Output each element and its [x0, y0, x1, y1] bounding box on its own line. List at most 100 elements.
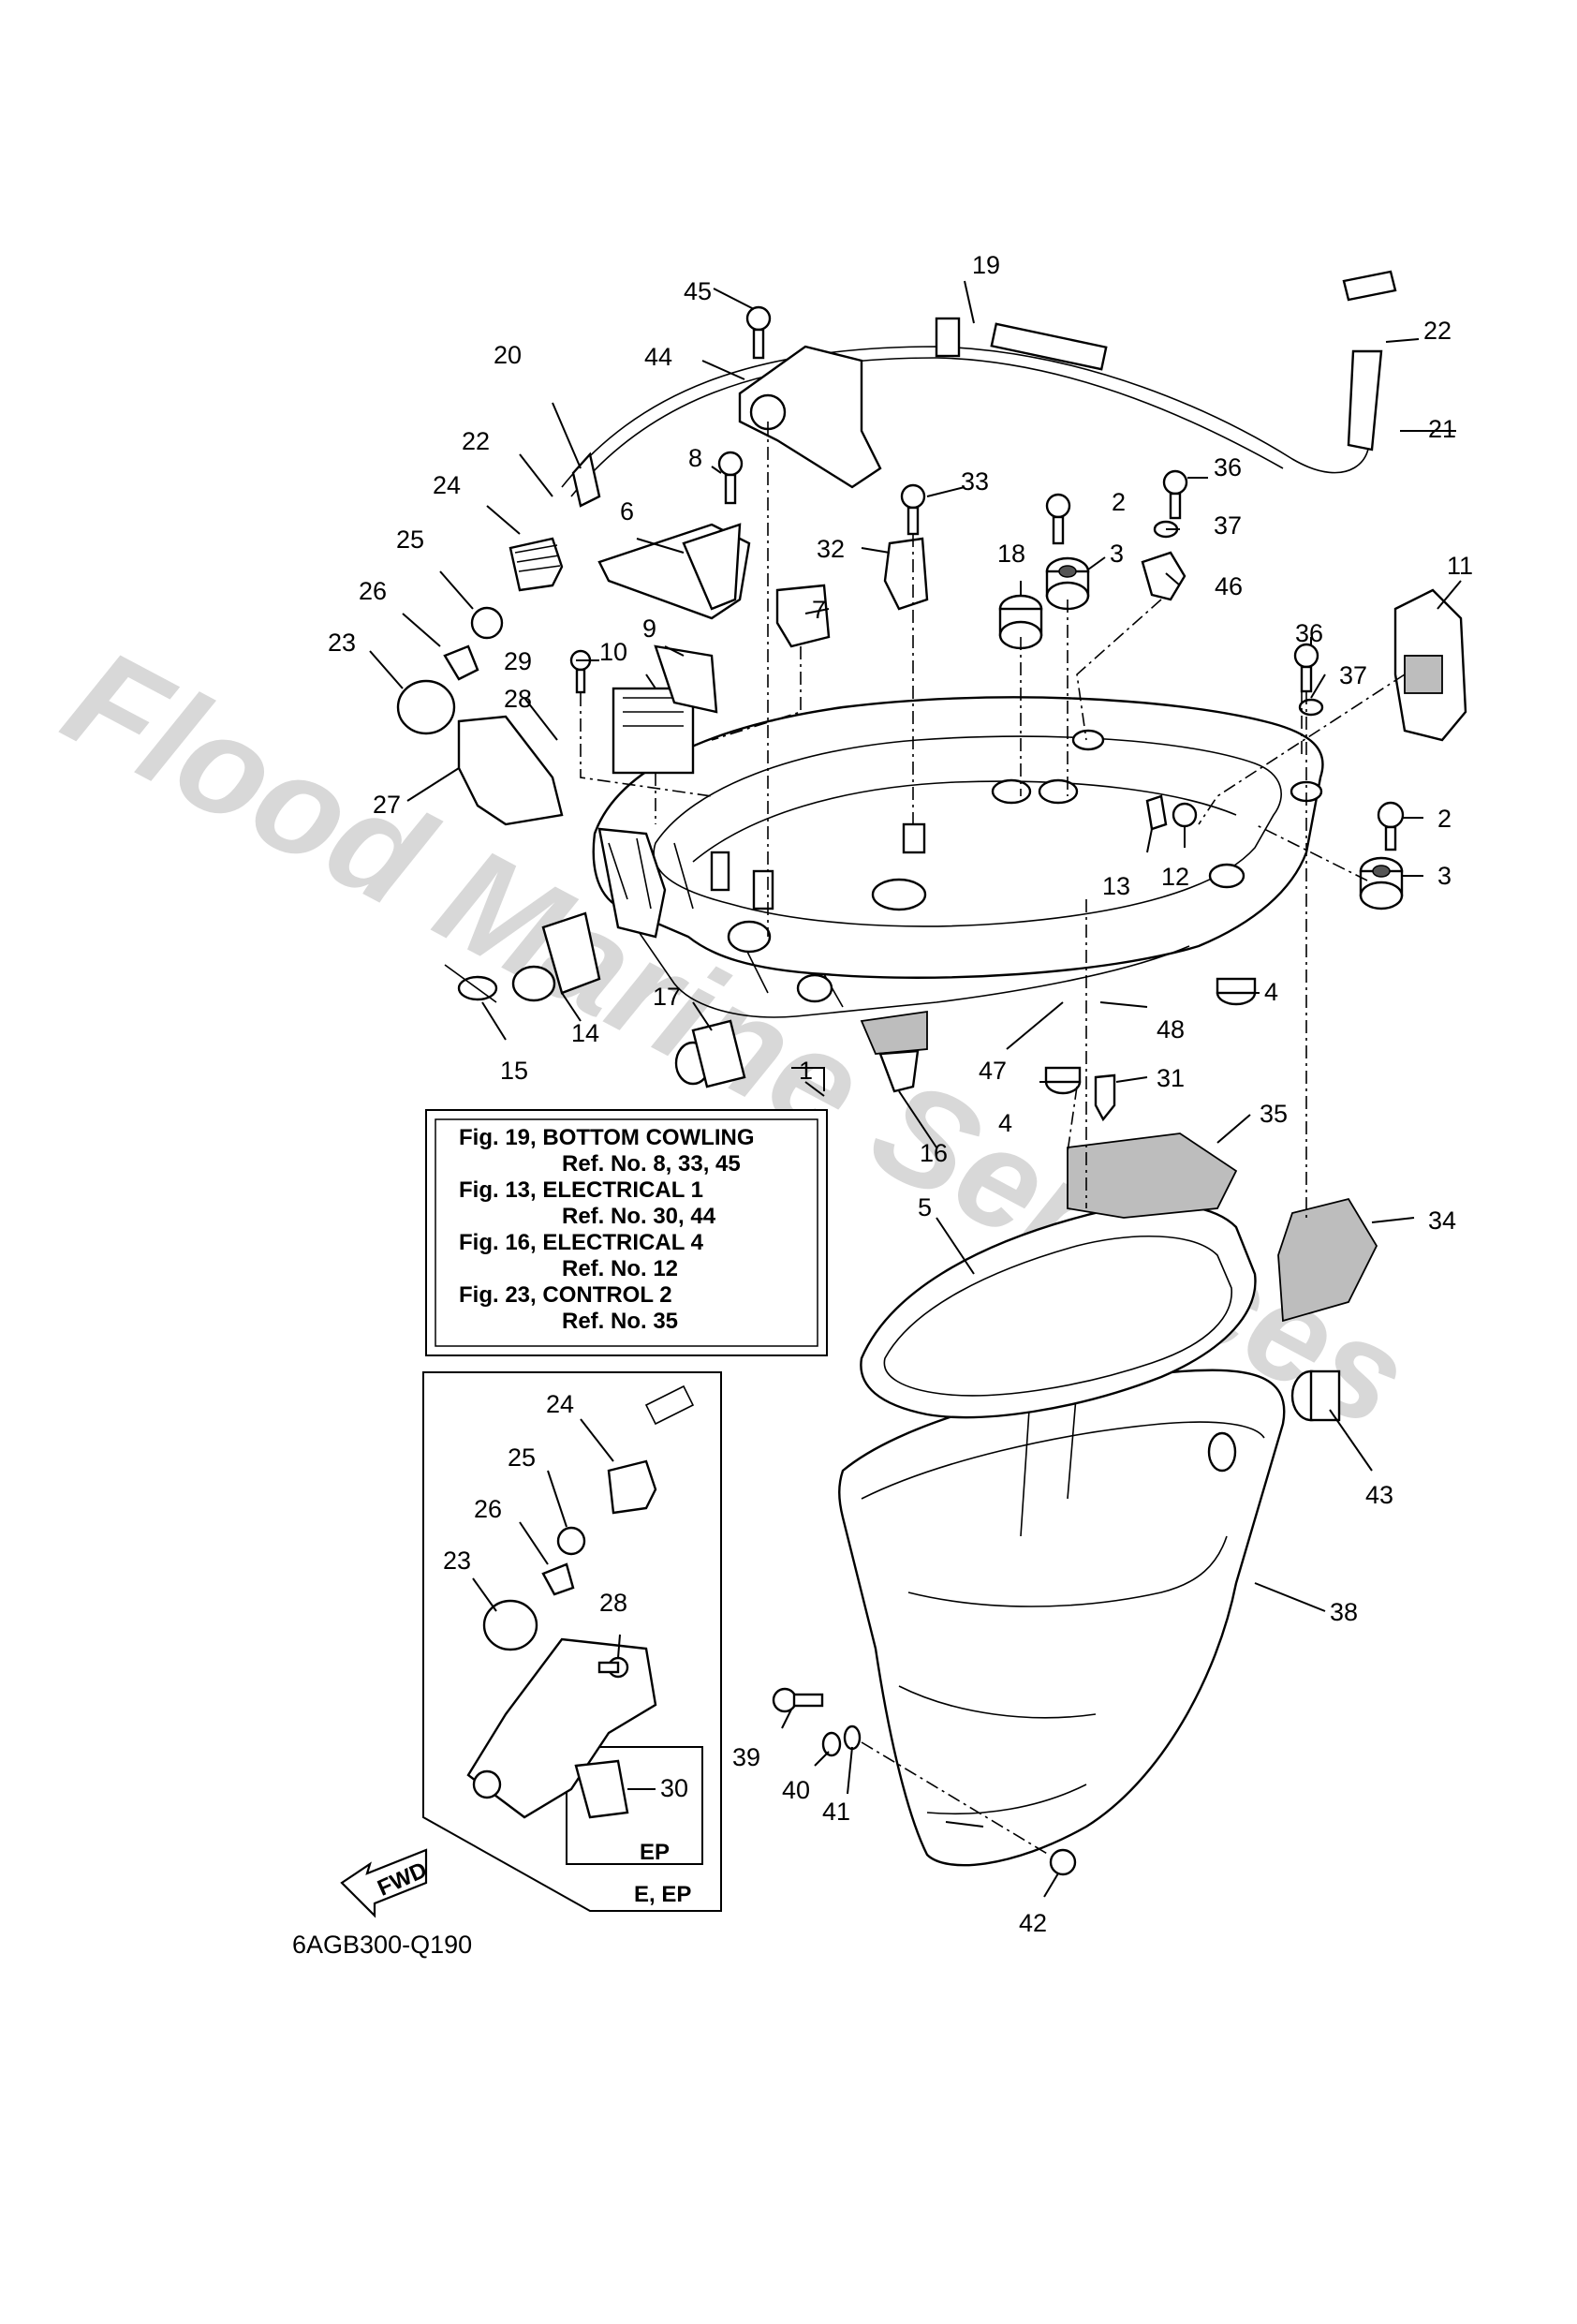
callout-labels: 45 19 22 44 20 21 22 8 33 36 2 37 24 6 3… — [328, 251, 1473, 1937]
callout-5: 5 — [918, 1193, 932, 1221]
callout-1: 1 — [799, 1057, 813, 1085]
callout-27: 27 — [373, 791, 401, 819]
callout-28: 28 — [504, 685, 532, 713]
callout-23: 23 — [443, 1547, 471, 1575]
callout-22: 22 — [1423, 317, 1452, 345]
callout-7: 7 — [812, 596, 826, 624]
callout-11: 11 — [1447, 552, 1473, 580]
callout-2: 2 — [1437, 805, 1452, 833]
callout-40: 40 — [782, 1776, 810, 1804]
callout-43: 43 — [1365, 1481, 1393, 1509]
callout-39: 39 — [732, 1743, 760, 1771]
callout-16: 16 — [920, 1139, 948, 1167]
callout-30: 30 — [660, 1774, 688, 1802]
clip-15 — [444, 964, 498, 1003]
callout-32: 32 — [817, 535, 845, 563]
callout-24: 24 — [433, 471, 461, 499]
grommet-14 — [511, 911, 601, 1002]
lower-cowling — [838, 1369, 1286, 1867]
callout-26: 26 — [359, 577, 387, 605]
washer-25-26 — [443, 606, 504, 681]
callout-19: 19 — [972, 251, 1000, 279]
callout-33: 33 — [961, 467, 989, 496]
callout-22: 22 — [462, 427, 490, 455]
callout-35: 35 — [1260, 1100, 1288, 1128]
callout-12: 12 — [1161, 863, 1189, 891]
callout-37: 37 — [1214, 511, 1242, 540]
callout-36: 36 — [1214, 453, 1242, 481]
variant-inset: EP E, EP — [422, 1371, 722, 1912]
callout-48: 48 — [1157, 1015, 1185, 1044]
callout-25: 25 — [396, 525, 424, 554]
bottom-cowling-tray — [592, 696, 1324, 1018]
callout-20: 20 — [494, 341, 522, 369]
callout-42: 42 — [1019, 1909, 1047, 1937]
damper-3 — [1045, 556, 1090, 611]
bracket-32 — [883, 537, 929, 611]
callout-45: 45 — [684, 277, 712, 305]
callout-14: 14 — [571, 1019, 599, 1047]
callout-3: 3 — [1437, 862, 1452, 890]
callout-47: 47 — [979, 1057, 1007, 1085]
callout-38: 38 — [1330, 1598, 1358, 1626]
cowling-seal-gasket — [860, 1203, 1257, 1419]
holder-9 — [654, 644, 718, 714]
ref-line-7: Fig. 23, CONTROL 2 — [459, 1282, 672, 1308]
leader-lines — [369, 280, 1462, 1898]
clamp-46 — [1141, 551, 1186, 601]
callout-6: 6 — [620, 497, 634, 525]
damper-3-right — [1359, 856, 1404, 910]
callout-24: 24 — [546, 1390, 574, 1418]
ref-line-4: Ref. No. 30, 44 — [562, 1204, 716, 1229]
grommet-43 — [1290, 1369, 1341, 1422]
callout-15: 15 — [500, 1057, 528, 1085]
callout-21: 21 — [1428, 415, 1456, 443]
callout-36: 36 — [1295, 619, 1323, 647]
callout-13: 13 — [1102, 872, 1130, 900]
callout-23: 23 — [328, 629, 356, 657]
bracket-35 — [1067, 1132, 1238, 1219]
clip-7 — [775, 584, 831, 648]
callout-17: 17 — [653, 983, 681, 1011]
callout-4: 4 — [998, 1109, 1012, 1137]
bracket-44 — [738, 345, 882, 489]
callout-25: 25 — [508, 1443, 536, 1472]
ref-line-2: Ref. No. 8, 33, 45 — [562, 1151, 741, 1177]
knob-24 — [508, 537, 564, 592]
bracket-34 — [1277, 1197, 1378, 1323]
callout-10: 10 — [599, 638, 627, 666]
callout-2: 2 — [1112, 488, 1126, 516]
fwd-arrow: FWD — [340, 1848, 431, 1918]
callout-41: 41 — [822, 1798, 850, 1826]
figure-code: 6AGB300-Q190 — [292, 1931, 472, 1959]
ref-line-8: Ref. No. 35 — [562, 1309, 678, 1334]
callout-8: 8 — [688, 444, 702, 472]
ref-line-5: Fig. 16, ELECTRICAL 4 — [459, 1230, 704, 1255]
callout-28: 28 — [599, 1589, 627, 1617]
bracket-11 — [1393, 588, 1467, 742]
callout-9: 9 — [642, 614, 656, 643]
grommet-17 — [674, 1019, 746, 1088]
callout-31: 31 — [1157, 1064, 1185, 1092]
callout-3: 3 — [1110, 540, 1124, 568]
plate-6 — [597, 523, 751, 620]
inset-variant-label: E, EP — [634, 1882, 691, 1907]
bolts — [569, 305, 1405, 1876]
callout-34: 34 — [1428, 1206, 1456, 1235]
reference-box: Fig. 19, BOTTOM COWLING Ref. No. 8, 33, … — [425, 1109, 828, 1356]
callout-37: 37 — [1339, 661, 1367, 689]
ref-line-1: Fig. 19, BOTTOM COWLING — [459, 1125, 755, 1150]
holder-16 — [860, 1010, 928, 1093]
cable-19-20-21 — [561, 270, 1397, 508]
ref-line-3: Fig. 13, ELECTRICAL 1 — [459, 1177, 703, 1203]
ref-line-6: Ref. No. 12 — [562, 1256, 678, 1281]
connector-23-27 — [396, 679, 564, 826]
callout-4: 4 — [1264, 978, 1278, 1006]
callout-26: 26 — [474, 1495, 502, 1523]
callout-18: 18 — [997, 540, 1025, 568]
callout-44: 44 — [644, 343, 672, 371]
inset-sub-label: EP — [640, 1840, 670, 1865]
callout-46: 46 — [1215, 572, 1243, 600]
